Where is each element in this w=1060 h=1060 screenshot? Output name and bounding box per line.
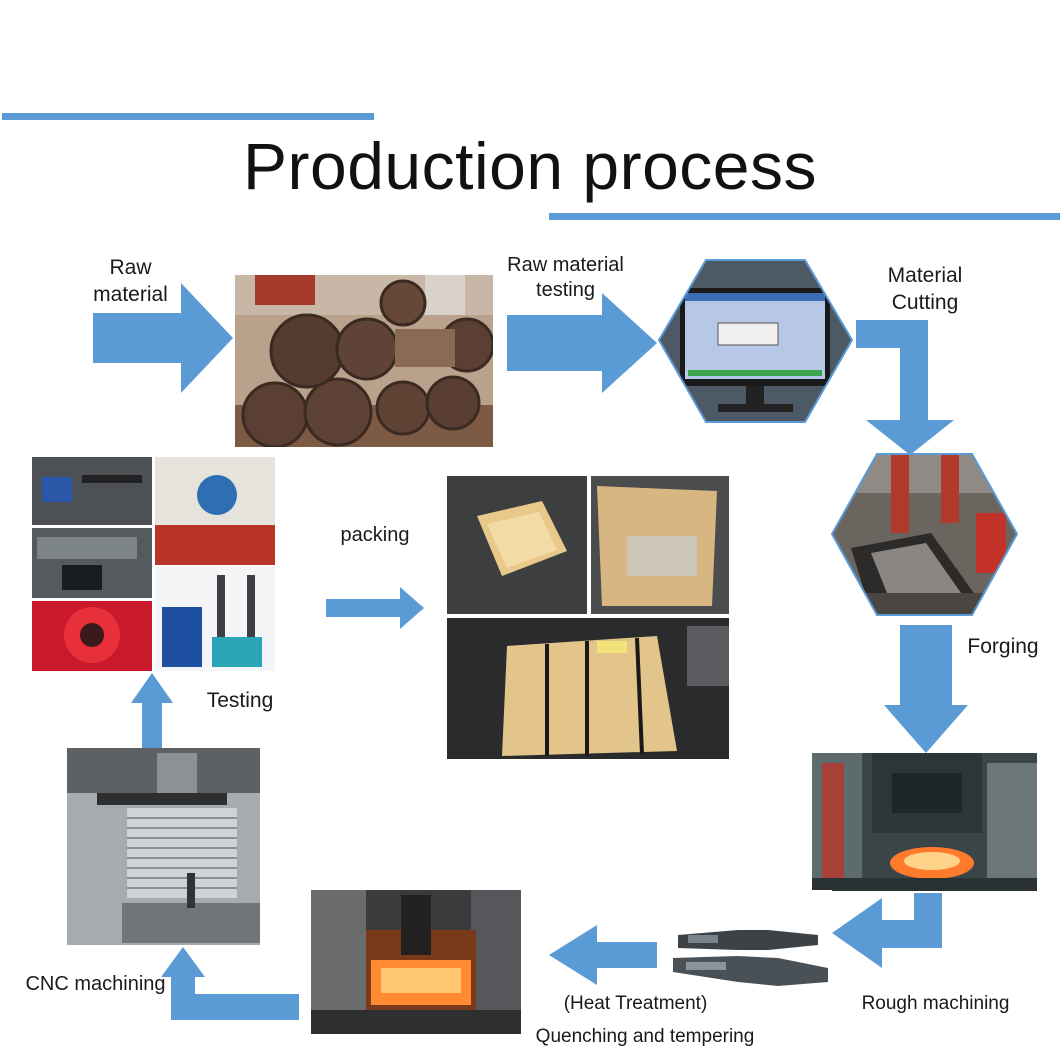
cnc-lathe-image [67, 748, 260, 945]
packing-photo [447, 476, 729, 759]
label-testing: Testing [206, 689, 274, 712]
heat-treatment-photo [311, 890, 521, 1034]
arrow-testing-icon [131, 673, 173, 751]
arrow-forging-icon [884, 625, 968, 753]
label-quenching-tempering: Quenching and tempering [535, 1026, 755, 1047]
label-cnc-machining: CNC machining [25, 973, 166, 995]
top-right-rule [549, 213, 1060, 220]
testing-collage-image [32, 457, 275, 671]
page-title: Production process [243, 129, 817, 203]
arrow-heat-treatment-icon [549, 925, 657, 985]
arrow-packing-icon [326, 587, 424, 629]
furnace-image [311, 890, 521, 1034]
label-packing: packing [340, 524, 410, 546]
rough-machining-photo [668, 890, 832, 1015]
forging-photo [812, 753, 1037, 891]
testing-photo [32, 457, 275, 671]
arrow-rough-machining-icon [832, 893, 942, 968]
arrow-material-cutting-icon [856, 320, 954, 455]
raw-material-photo [235, 275, 493, 447]
label-raw-material-testing: Raw material testing [507, 254, 624, 301]
arrow-raw-testing-icon [507, 293, 657, 393]
rough-shaft-image [673, 930, 828, 986]
label-material-cutting: Material Cutting [887, 264, 963, 314]
top-left-rule [2, 113, 374, 120]
arrow-cnc-machining-icon [161, 947, 299, 1020]
label-raw-material: Raw material [93, 256, 168, 306]
steel-bars-image [235, 275, 493, 447]
packing-collage-image [447, 476, 729, 759]
cutting-machine-image [831, 453, 1018, 616]
arrow-raw-material-icon [93, 283, 233, 393]
label-rough-machining: Rough machining [861, 993, 1010, 1014]
raw-material-testing-photo [658, 258, 853, 423]
label-forging: Forging [967, 635, 1039, 658]
computer-monitor-image [658, 259, 853, 423]
forging-press-image [812, 753, 1037, 891]
cnc-machining-photo [67, 748, 260, 945]
material-cutting-photo [831, 453, 1018, 616]
label-heat-treatment: (Heat Treatment) [563, 993, 708, 1014]
